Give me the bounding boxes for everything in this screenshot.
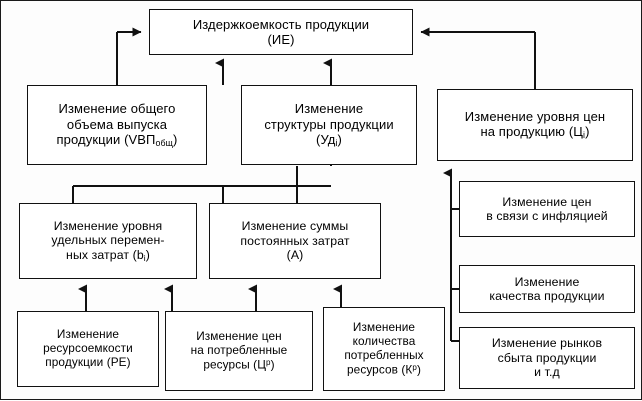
node-label: Изменение цен на потребленные ресурсы (Ц… <box>190 328 288 372</box>
node-label: Изменение суммы постоянных затрат (А) <box>240 219 350 263</box>
node-label: Изменение цен в связи с инфляцией <box>486 194 608 224</box>
node-product-price-level-change[interactable]: Изменение уровня цен на продукцию (Цi) <box>437 89 633 161</box>
node-label: Изменение ресурсоемкости продукции (РЕ) <box>43 327 133 369</box>
node-label: Изменение общего объема выпуска продукци… <box>56 101 178 149</box>
node-costs-intensity[interactable]: Издержкоемкость продукции (ИЕ) <box>149 9 413 55</box>
node-label: Изменение качества продукции <box>489 274 605 304</box>
node-consumed-resource-quantity-change[interactable]: Изменение количества потребленных ресурс… <box>323 307 445 391</box>
node-label: Изменение рынков сбыта продукции и т.д <box>491 336 603 380</box>
node-product-structure-change[interactable]: Изменение структуры продукции (Удi) <box>241 85 417 165</box>
node-inflation-price-change[interactable]: Изменение цен в связи с инфляцией <box>459 181 635 237</box>
node-label: Изменение количества потребленных ресурс… <box>344 320 424 377</box>
node-output-volume-change[interactable]: Изменение общего объема выпуска продукци… <box>27 85 207 165</box>
node-sales-markets-change[interactable]: Изменение рынков сбыта продукции и т.д <box>459 327 635 389</box>
node-consumed-resource-price-change[interactable]: Изменение цен на потребленные ресурсы (Ц… <box>165 311 313 391</box>
node-label: Изменение структуры продукции (Удi) <box>264 101 394 149</box>
node-resource-intensity-change[interactable]: Изменение ресурсоемкости продукции (РЕ) <box>17 311 159 387</box>
node-fixed-cost-sum-change[interactable]: Изменение суммы постоянных затрат (А) <box>209 203 381 279</box>
node-label: Изменение уровня цен на продукцию (Цi) <box>464 109 606 141</box>
node-label: Изменение уровня удельных перемен- ных з… <box>51 218 165 263</box>
node-unit-variable-cost-change[interactable]: Изменение уровня удельных перемен- ных з… <box>19 203 197 279</box>
node-label: Издержкоемкость продукции (ИЕ) <box>192 16 370 47</box>
node-product-quality-change[interactable]: Изменение качества продукции <box>459 265 635 313</box>
